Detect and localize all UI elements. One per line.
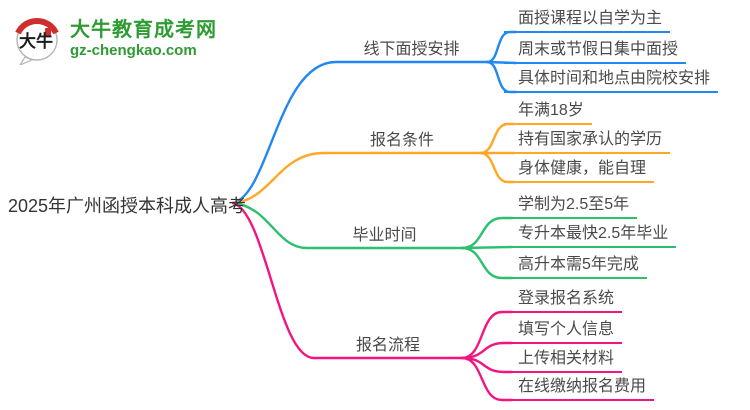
branch-lines-graduation-time bbox=[231, 201, 514, 280]
leaf-node: 学制为2.5至5年 bbox=[504, 195, 638, 219]
leaf-node: 具体时间和地点由院校安排 bbox=[504, 69, 719, 93]
leaf-node: 持有国家承认的学历 bbox=[504, 130, 671, 154]
site-name: 大牛教育成考网 bbox=[70, 19, 217, 41]
branch-node-signup-process: 报名流程 bbox=[355, 337, 420, 354]
leaf-node: 在线缴纳报名费用 bbox=[504, 377, 655, 401]
leaf-node: 上传相关材料 bbox=[504, 349, 623, 373]
leaf-node: 高升本需5年完成 bbox=[504, 255, 647, 279]
branch-node-requirements: 报名条件 bbox=[369, 132, 434, 149]
leaf-connector-line bbox=[460, 310, 514, 360]
branch-line bbox=[231, 201, 464, 360]
root-node: 2025年广州函授本科成人高考 bbox=[8, 196, 247, 216]
branch-lines-signup-process bbox=[231, 201, 514, 402]
leaf-node: 登录报名系统 bbox=[504, 289, 623, 313]
branch-node-graduation-time: 毕业时间 bbox=[352, 227, 417, 244]
logo-characters: 大牛 bbox=[19, 31, 53, 51]
site-logo: 大牛 大牛教育成考网 gz-chengkao.com bbox=[12, 13, 217, 65]
leaf-node: 填写个人信息 bbox=[504, 320, 623, 344]
branch-node-offline-teaching: 线下面授安排 bbox=[363, 41, 460, 58]
leaf-connector-line bbox=[460, 245, 514, 250]
leaf-node: 面授课程以自学为主 bbox=[504, 9, 671, 33]
leaf-node: 周末或节假日集中面授 bbox=[504, 40, 687, 64]
branch-line bbox=[231, 201, 464, 250]
leaf-node: 身体健康，能自理 bbox=[504, 159, 655, 183]
leaf-connector-line bbox=[460, 246, 514, 280]
leaf-node: 专升本最快2.5年毕业 bbox=[504, 224, 677, 248]
leaf-connector-line bbox=[460, 356, 514, 402]
branch-line bbox=[231, 151, 482, 205]
branch-line bbox=[231, 60, 489, 205]
logo-bubble-icon: 大牛 bbox=[15, 18, 59, 65]
site-domain: gz-chengkao.com bbox=[70, 42, 197, 59]
leaf-node: 年满18岁 bbox=[504, 101, 592, 125]
